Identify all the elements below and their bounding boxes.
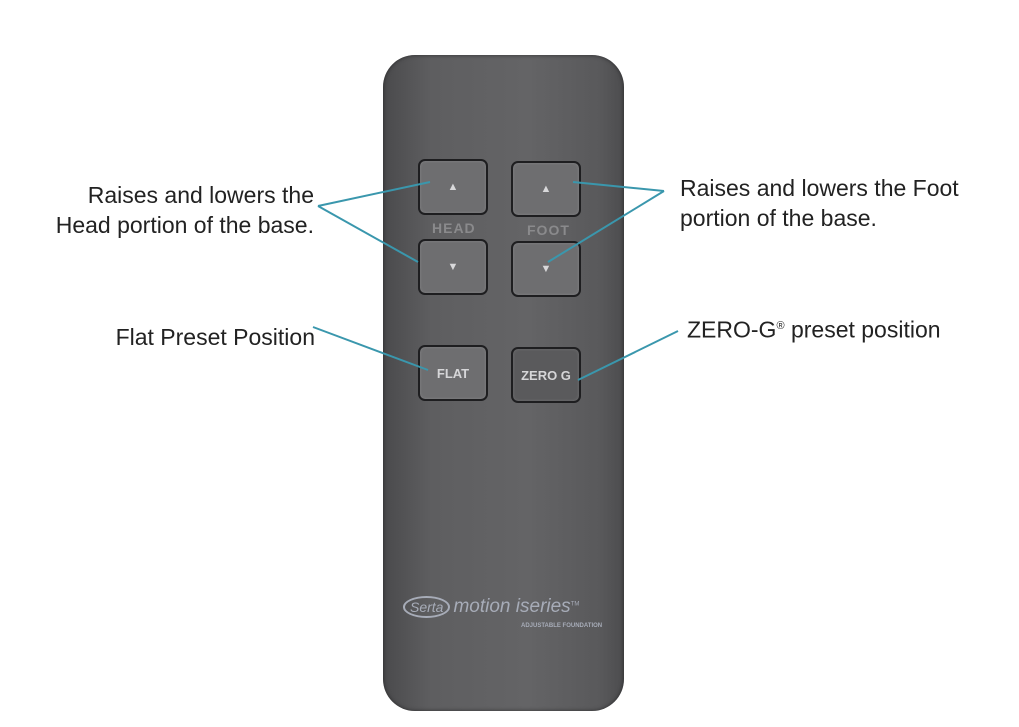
registered-mark: ®: [776, 320, 785, 332]
flat-annotation: Flat Preset Position: [115, 324, 315, 350]
leader-line-foot-up: [572, 181, 665, 192]
down-arrow-icon: ▼: [540, 263, 552, 275]
foot-annotation: Raises and lowers the Foot portion of th…: [680, 173, 959, 233]
up-arrow-icon: ▲: [540, 183, 552, 195]
head-up-button[interactable]: ▲: [418, 159, 488, 215]
logo-subtitle: ADJUSTABLE FOUNDATION: [521, 623, 603, 629]
head-label: HEAD: [432, 220, 476, 236]
leader-line-head-down: [317, 205, 419, 263]
foot-annotation-line2: portion of the base.: [680, 205, 877, 231]
zerog-text: ZERO-G: [687, 316, 777, 343]
leader-line-head-up: [317, 181, 431, 207]
foot-label: FOOT: [527, 222, 570, 238]
foot-down-button[interactable]: ▼: [511, 241, 581, 297]
logo-brand: Serta: [403, 596, 451, 618]
logo-tm: TM: [570, 601, 580, 608]
head-annotation-line1: Raises and lowers the: [87, 182, 314, 208]
leader-line-foot-down: [547, 190, 665, 263]
head-annotation-line2: Head portion of the base.: [55, 212, 314, 238]
head-down-button[interactable]: ▼: [418, 239, 488, 295]
zerog-annotation: ZERO-G® preset position: [687, 311, 941, 345]
leader-line-zerog: [577, 330, 679, 381]
foot-annotation-line1: Raises and lowers the Foot: [680, 175, 959, 201]
zerog-rest-text: preset position: [784, 316, 941, 343]
zero-g-button[interactable]: ZERO G: [511, 347, 581, 403]
down-arrow-icon: ▼: [447, 261, 459, 273]
foot-up-button[interactable]: ▲: [511, 161, 581, 217]
head-annotation: Raises and lowers the Head portion of th…: [56, 180, 314, 240]
up-arrow-icon: ▲: [447, 181, 459, 193]
flat-button[interactable]: FLAT: [418, 345, 488, 401]
logo-product: motion iseries: [453, 596, 571, 617]
leader-line-flat: [312, 326, 429, 371]
